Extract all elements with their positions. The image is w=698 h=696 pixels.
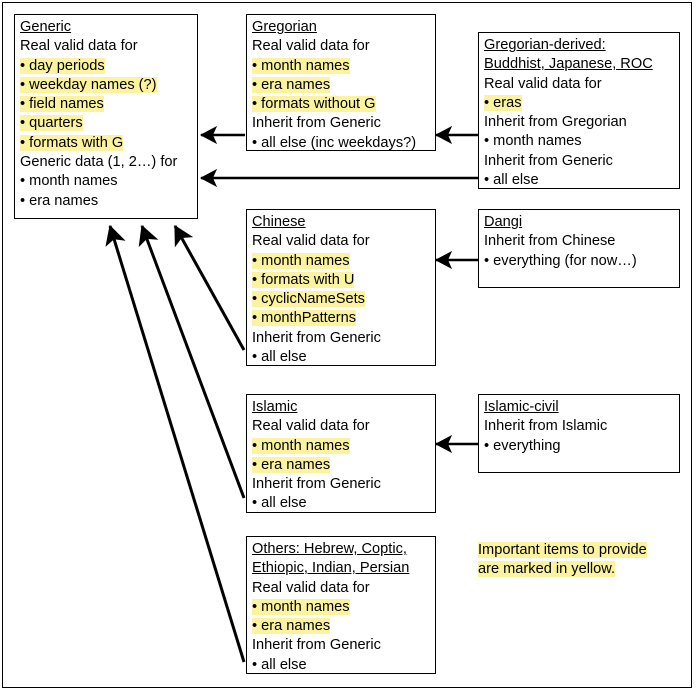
- page-border: [2, 2, 692, 688]
- box-line: • quarters: [20, 115, 83, 132]
- box-line: Inherit from Gregorian: [484, 114, 627, 131]
- box-line: • era names: [252, 76, 331, 93]
- box-line: • formats without G: [252, 96, 376, 113]
- box-line: • month names: [252, 57, 350, 74]
- box-line: • everything: [484, 437, 561, 454]
- box-line: • era names: [252, 618, 331, 635]
- box-line: • all else (inc weekdays?): [252, 134, 417, 151]
- box-line: Real valid data for: [20, 38, 138, 55]
- box-line: • all else: [252, 349, 307, 366]
- box-title: Gregorian: [252, 19, 317, 35]
- box-line: Real valid data for: [484, 75, 602, 92]
- box-line: • formats with U: [252, 271, 355, 288]
- box-title: Generic: [20, 19, 72, 35]
- box-line: Inherit from Generic: [252, 329, 381, 346]
- gregorian-derived-box[interactable]: Gregorian-derived: Buddhist, Japanese, R…: [478, 32, 680, 189]
- box-title: Islamic-civil: [484, 399, 559, 415]
- chinese-box[interactable]: Chinese Real valid data for • month name…: [246, 209, 436, 366]
- box-line: • all else: [484, 172, 539, 189]
- legend-note: Important items to provide are marked in…: [478, 541, 688, 580]
- islamic-civil-box[interactable]: Islamic-civil Inherit from Islamic • eve…: [478, 394, 680, 473]
- box-title: Islamic: [252, 399, 298, 415]
- box-title: Dangi: [484, 214, 523, 230]
- box-line: • cyclicNameSets: [252, 291, 365, 308]
- box-line: Inherit from Generic: [252, 637, 381, 654]
- box-line: • month names: [252, 598, 350, 615]
- legend-line: Important items to provide: [478, 542, 647, 558]
- box-title: Chinese: [252, 214, 306, 230]
- box-line: • field names: [20, 96, 104, 113]
- others-box[interactable]: Others: Hebrew, Coptic, Ethiopic, Indian…: [246, 536, 436, 674]
- box-line: • era names: [20, 192, 99, 209]
- gregorian-box[interactable]: Gregorian Real valid data for • month na…: [246, 14, 436, 151]
- box-line: Generic data (1, 2…) for: [20, 154, 178, 171]
- islamic-box[interactable]: Islamic Real valid data for • month name…: [246, 394, 436, 513]
- box-line: Inherit from Generic: [252, 115, 381, 132]
- box-line: Inherit from Generic: [484, 152, 613, 169]
- box-line: Inherit from Generic: [252, 476, 381, 493]
- box-line: Real valid data for: [252, 579, 370, 596]
- box-line: Real valid data for: [252, 233, 370, 250]
- generic-box[interactable]: Generic Real valid data for • day period…: [14, 14, 198, 219]
- box-line: • weekday names (?): [20, 76, 157, 93]
- dangi-box[interactable]: Dangi Inherit from Chinese • everything …: [478, 209, 680, 288]
- box-line: • era names: [252, 456, 331, 473]
- box-title: Buddhist, Japanese, ROC: [484, 56, 653, 73]
- box-line: • all else: [252, 495, 307, 512]
- box-line: Inherit from Islamic: [484, 418, 608, 435]
- box-line: • formats with G: [20, 134, 124, 151]
- box-title: Gregorian-derived:: [484, 37, 606, 53]
- box-title: Ethiopic, Indian, Persian: [252, 560, 410, 577]
- box-line: • month names: [20, 173, 118, 190]
- box-line: • all else: [252, 656, 307, 673]
- box-title: Others: Hebrew, Coptic,: [252, 541, 407, 557]
- box-line: • eras: [484, 94, 522, 111]
- box-line: • everything (for now…): [484, 252, 637, 269]
- box-line: Real valid data for: [252, 418, 370, 435]
- box-line: Real valid data for: [252, 38, 370, 55]
- box-line: • day periods: [20, 57, 105, 74]
- box-line: Inherit from Chinese: [484, 233, 616, 250]
- box-line: • month names: [252, 437, 350, 454]
- box-line: • month names: [484, 133, 582, 150]
- box-line: • month names: [252, 252, 350, 269]
- box-line: • monthPatterns: [252, 310, 357, 327]
- legend-line: are marked in yellow.: [478, 561, 616, 578]
